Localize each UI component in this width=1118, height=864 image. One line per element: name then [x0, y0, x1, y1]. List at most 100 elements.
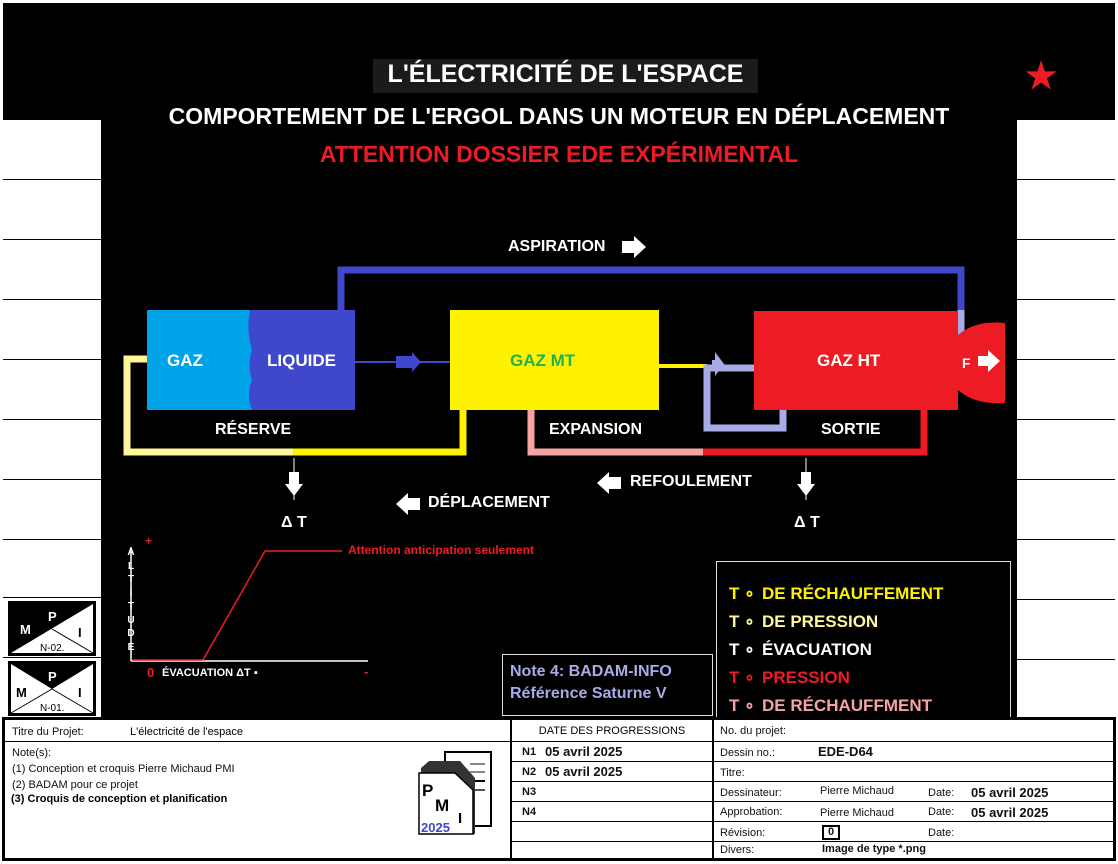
stamp-m: M — [20, 622, 31, 637]
down-arrow-icon — [285, 472, 303, 496]
date-label: Date: — [928, 806, 955, 818]
legend-item: T ∘ PRESSION — [729, 664, 1010, 692]
ylabel-letter: i — [129, 587, 133, 599]
graph-xlabel: ÉVACUATION ΔT ▪ — [162, 667, 258, 679]
approbation-value: Pierre Michaud — [820, 807, 894, 819]
graph-minus: - — [364, 664, 369, 679]
legend-label: DE RÉCHAUFFEMENT — [762, 584, 944, 603]
legend-label: PRESSION — [762, 668, 850, 687]
legend-marker: T ∘ — [729, 668, 755, 687]
project-title-value: L'électricité de l'espace — [130, 726, 244, 738]
logo-p: P — [422, 781, 433, 800]
star-icon: ★ — [1025, 55, 1058, 96]
flow-diagram — [123, 236, 1005, 662]
dessin-label: Dessin no.: — [720, 747, 776, 759]
note-3: (3) Croquis de conception et planificati… — [11, 793, 228, 805]
stamp-m: M — [16, 685, 27, 700]
legend-marker: T ∘ — [729, 696, 755, 715]
refoulement-label: REFOULEMENT — [630, 473, 752, 490]
logo-m: M — [435, 796, 449, 815]
stamp-i: I — [78, 685, 82, 700]
revision-label: Révision: — [720, 827, 766, 839]
ylabel-letter: T — [127, 574, 135, 585]
dessinateur-date: 05 avril 2025 — [971, 785, 1049, 800]
stamp-code: N-01. — [40, 703, 64, 714]
stamp-p: P — [48, 609, 57, 624]
thrust-arrow-icon — [978, 350, 1000, 372]
date-label: Date: — [928, 827, 955, 839]
note-line-2: Référence Saturne V — [510, 685, 667, 702]
note-2: (2) BADAM pour ce projet — [12, 779, 138, 791]
date-n: N1 — [522, 746, 537, 758]
legend-marker: T ∘ — [729, 640, 755, 659]
legend-item: T ∘ ÉVACUATION — [729, 636, 1010, 664]
ylabel-letter: E — [127, 641, 135, 653]
divers-label: Divers: — [720, 844, 755, 856]
projet-label: No. du projet: — [720, 725, 787, 737]
delta-t-right: Δ T — [794, 514, 820, 531]
dessinateur-value: Pierre Michaud — [820, 785, 894, 797]
gaz-ht-box — [754, 311, 958, 410]
legend-marker: T ∘ — [729, 584, 755, 603]
gaz-label: GAZ — [167, 351, 203, 370]
gaz-mt-label: GAZ MT — [510, 351, 576, 370]
gaz-box — [147, 310, 252, 410]
date-n: N3 — [522, 786, 537, 798]
legend-item: T ∘ DE RÉCHAUFFEMENT — [729, 580, 1010, 608]
recirculation-arrow-icon — [712, 352, 724, 376]
date-value: 05 avril 2025 — [545, 764, 623, 779]
refoulement-arrow-icon — [597, 472, 621, 494]
stamp-p: P — [48, 669, 57, 684]
title-block: Titre du Projet: L'électricité de l'espa… — [2, 717, 1116, 861]
project-title-label: Titre du Projet: — [12, 726, 84, 738]
ylabel-letter: D — [127, 628, 135, 639]
delta-t-left: Δ T — [281, 514, 307, 531]
sortie-line — [703, 410, 928, 456]
date-row: N3 — [512, 782, 712, 802]
aspiration-label: ASPIRATION — [508, 238, 606, 255]
warning-text: ATTENTION DOSSIER EDE EXPÉRIMENTAL — [319, 141, 799, 167]
pmi-logo: P M I 2025 — [418, 751, 492, 835]
aspiration-arrow-icon — [622, 236, 646, 258]
gaz-ht-label: GAZ HT — [817, 351, 881, 370]
f-label: F — [962, 355, 971, 371]
aspiration-line — [337, 266, 965, 312]
recirculation-line — [703, 364, 787, 432]
dessin-value: EDE-D64 — [818, 744, 873, 759]
deplacement-arrow-icon — [396, 493, 420, 515]
note-line-1: Note 4: BADAM-INFO — [510, 663, 672, 680]
logo-year: 2025 — [421, 820, 450, 835]
ylabel-letter: T — [127, 601, 135, 612]
graph-plus: + — [145, 534, 153, 548]
divers-value: Image de type *.png — [822, 843, 926, 855]
liquide-box — [248, 310, 355, 410]
date-n: N4 — [522, 806, 537, 818]
note-box: Note 4: BADAM-INFO Référence Saturne V — [502, 654, 713, 716]
deplacement-label: DÉPLACEMENT — [428, 494, 550, 511]
expansion-label: EXPANSION — [549, 421, 643, 438]
ylabel-letter: L — [127, 560, 135, 572]
liquid-arrow-icon — [396, 352, 421, 372]
stamp-code: N-02. — [40, 643, 64, 654]
legend-label: ÉVACUATION — [762, 640, 872, 659]
logo-i: I — [458, 810, 462, 827]
page-title: L'ÉLECTRICITÉ DE L'ESPACE — [387, 60, 744, 88]
graph-ylabel: A L T i T U D E — [126, 546, 136, 654]
ylabel-letter: A — [127, 547, 135, 558]
liquide-label: LIQUIDE — [267, 351, 336, 370]
stamp-n02: M P I N-02. — [8, 601, 96, 656]
legend-marker: T ∘ — [729, 612, 755, 631]
ylabel-letter: U — [127, 614, 135, 626]
subtitle: COMPORTEMENT DE L'ERGOL DANS UN MOTEUR E… — [168, 103, 950, 129]
graph-line — [132, 550, 342, 661]
reserve-label: RÉSERVE — [215, 421, 292, 438]
legend-box: T ∘DE RÉCHAUFFEMENT T ∘DE PRESSION T ∘ÉV… — [716, 561, 1011, 718]
legend-label: DE RÉCHAUFFMENT — [762, 696, 932, 715]
graph-annotation: Attention anticipation seulement — [348, 543, 535, 557]
approbation-label: Approbation: — [720, 806, 783, 818]
project-title-row: Titre du Projet: L'électricité de l'espa… — [5, 720, 510, 742]
title-background — [373, 59, 758, 93]
